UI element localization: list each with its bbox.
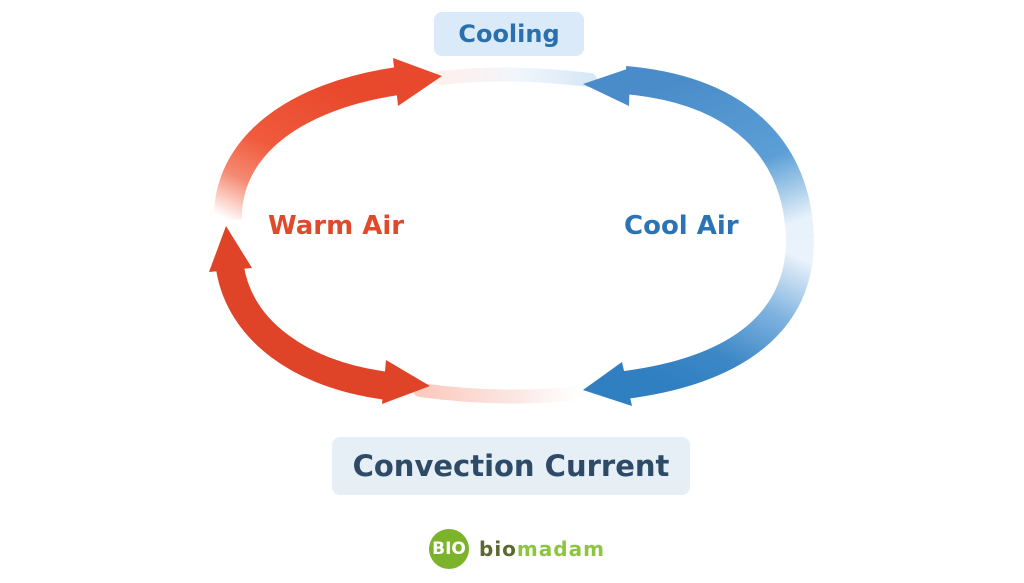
bio-leaf-icon: BIO xyxy=(429,529,469,569)
top-connector-fade xyxy=(433,67,597,87)
cool-air-label: Cool Air xyxy=(624,211,739,241)
logo-badge-text: BIO xyxy=(432,539,466,559)
warm-rising-arrow xyxy=(213,58,442,221)
logo-wordmark: biomadam xyxy=(479,537,605,561)
warm-bottom-double-arrow xyxy=(209,226,430,404)
cooling-label: Cooling xyxy=(434,12,584,56)
cool-bottom-arrow xyxy=(583,239,814,406)
cool-top-arrow xyxy=(583,66,814,241)
biomadam-logo: BIO biomadam xyxy=(429,529,605,569)
logo-text-bio: bio xyxy=(479,537,517,561)
logo-text-madam: madam xyxy=(516,537,605,561)
bottom-connector-fade xyxy=(413,383,597,404)
diagram-title: Convection Current xyxy=(332,437,690,495)
warm-air-label: Warm Air xyxy=(268,211,405,241)
